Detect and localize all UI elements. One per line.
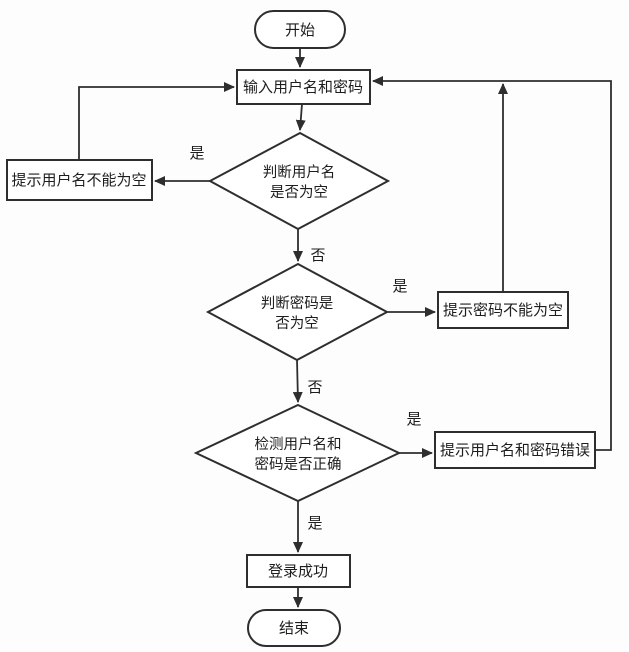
- edge-label-password-empty-no: 否: [307, 379, 322, 396]
- node-check-credentials-correct: [193, 403, 402, 503]
- node-check-password-empty: [205, 262, 390, 362]
- node-prompt-password-empty: [437, 291, 569, 329]
- node-check-username-empty: [207, 131, 391, 231]
- node-start-label: 开始: [285, 22, 315, 39]
- node-end-label: 结束: [279, 620, 309, 637]
- node-check-username-line1: 判断用户名: [263, 164, 336, 181]
- node-prompt-credentials-wrong-label: 提示用户名和密码错误: [440, 442, 590, 459]
- node-input-credentials: [236, 69, 371, 105]
- node-input-credentials-label: 输入用户名和密码: [243, 79, 363, 96]
- node-end: [247, 609, 341, 647]
- node-login-success-label: 登录成功: [268, 563, 328, 580]
- node-login-success: [246, 554, 351, 588]
- edge-label-username-empty-no: 否: [310, 247, 325, 264]
- node-start: [254, 10, 346, 49]
- edge-label-password-empty-yes: 是: [392, 278, 407, 295]
- node-check-credentials-line2: 密码是否正确: [255, 456, 342, 473]
- node-check-credentials-line1: 检测用户名和: [255, 436, 342, 453]
- node-check-password-line2: 否为空: [275, 315, 319, 332]
- node-check-password-line1: 判断密码是: [261, 295, 334, 312]
- node-prompt-credentials-wrong: [434, 431, 596, 469]
- edge-label-credentials-correct-yes: 是: [307, 515, 322, 532]
- node-prompt-password-empty-label: 提示密码不能为空: [443, 302, 563, 319]
- edge-check-password-no-to-check-credentials: [292, 359, 303, 403]
- edge-prompt-wrong-back-to-input: [372, 76, 612, 451]
- node-check-username-line2: 是否为空: [270, 184, 328, 201]
- edge-label-username-empty-yes: 是: [189, 145, 204, 162]
- node-prompt-username-empty-label: 提示用户名不能为空: [11, 172, 146, 189]
- edge-label-credentials-wrong-yes: 是: [406, 411, 421, 428]
- edge-prompt-username-back-to-input: [78, 82, 235, 160]
- edge-input-to-check-username: [295, 103, 306, 131]
- node-prompt-username-empty: [6, 159, 153, 201]
